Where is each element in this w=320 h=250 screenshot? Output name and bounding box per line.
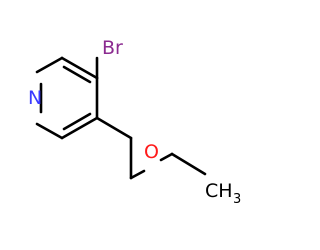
bromine-atom-label: Br (102, 37, 123, 59)
oxygen-atom-label: O (144, 141, 159, 163)
bond-c2-c3 (60, 56, 99, 80)
bond-c5-c6 (35, 122, 64, 140)
bond-c5-ch2 (95, 116, 133, 140)
bond-c4-c5 (60, 116, 99, 140)
structure-diagram: Br N O CH 3 (28, 37, 241, 207)
methyl-label: CH (205, 180, 233, 202)
nitrogen-atom-label: N (28, 87, 42, 109)
bond-c4-c5-double (62, 112, 92, 131)
methyl-subscript: 3 (233, 192, 241, 207)
bond-ch2-o (129, 169, 146, 180)
molecule-svg: Br N O CH 3 (28, 37, 241, 207)
bond-o-ch2 (159, 152, 174, 162)
methyl-group-label: CH 3 (205, 180, 241, 207)
bond-ch2-ch2-chain (170, 152, 207, 176)
bond-n1-c2 (35, 56, 64, 74)
bond-c2-c3-double (62, 65, 92, 84)
